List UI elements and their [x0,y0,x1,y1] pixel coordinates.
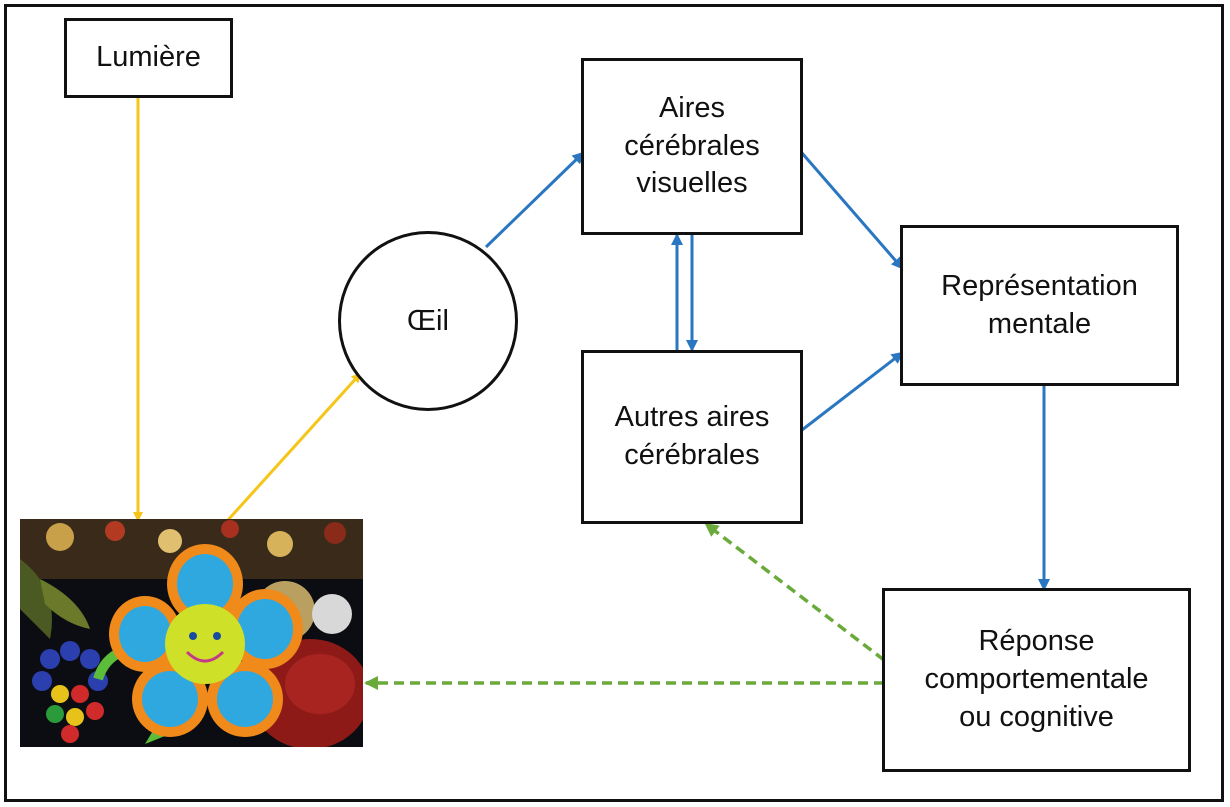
node-reponse: Réponse comportementale ou cognitive [882,588,1191,772]
diagram-frame [4,4,1224,802]
node-lumiere: Lumière [64,18,233,98]
node-autres-aires: Autres aires cérébrales [581,350,803,524]
node-oeil: Œil [338,231,518,411]
arrow-visual-to-representation [800,152,904,270]
arrow-eye-to-visual-areas [484,151,585,249]
arrow-response-to-other-areas [704,522,886,662]
arrow-other-to-representation [801,351,904,432]
node-representation: Représentation mentale [900,225,1179,386]
node-aires-visuelles: Aires cérébrales visuelles [581,58,803,235]
flower-toy-photo [20,519,363,747]
arrow-object-to-eye [226,372,362,522]
